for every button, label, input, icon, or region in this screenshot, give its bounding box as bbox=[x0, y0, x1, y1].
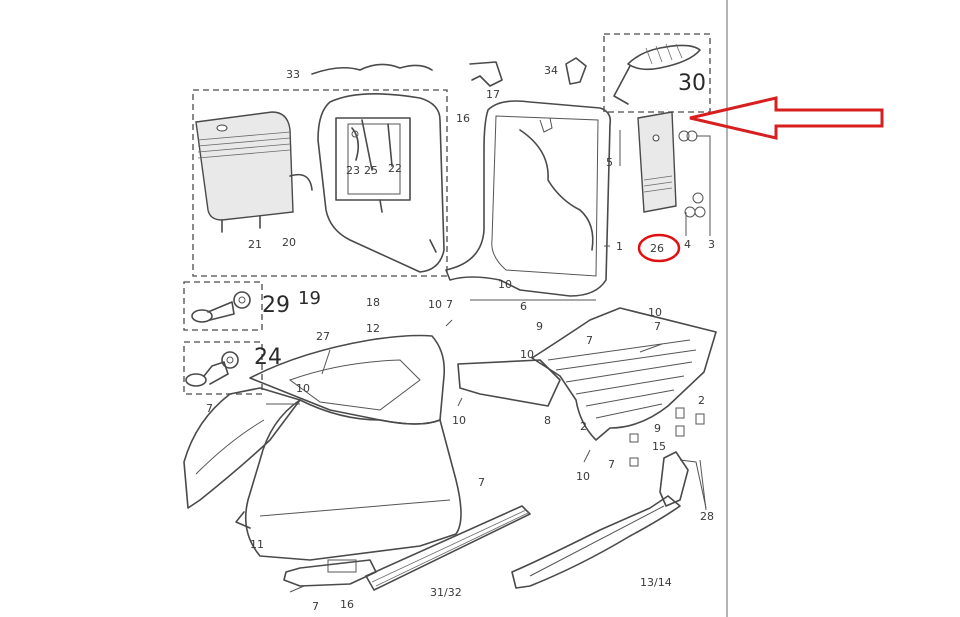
label-3: 3 bbox=[708, 238, 715, 251]
label-16b: 16 bbox=[340, 598, 354, 611]
label-16a: 16 bbox=[456, 112, 470, 125]
label-7c: 7 bbox=[206, 402, 213, 415]
label-22: 22 bbox=[388, 162, 402, 175]
label-29: 29 bbox=[262, 293, 290, 318]
label-7g: 7 bbox=[586, 334, 593, 347]
leader-lines bbox=[266, 130, 707, 593]
label-15: 15 bbox=[652, 440, 666, 453]
part-13-14-sill bbox=[511, 495, 681, 589]
label-17: 17 bbox=[486, 88, 500, 101]
part-31-strip bbox=[365, 505, 531, 591]
label-7b: 7 bbox=[654, 320, 661, 333]
highlight-circle bbox=[637, 233, 681, 263]
label-27: 27 bbox=[316, 330, 330, 343]
part-33-badge bbox=[311, 63, 433, 75]
label-11: 11 bbox=[250, 538, 264, 551]
part-28-bracket bbox=[659, 451, 707, 509]
label-25: 25 bbox=[364, 164, 378, 177]
label-9a: 9 bbox=[536, 320, 543, 333]
group-box-29 bbox=[183, 281, 263, 331]
label-7a: 7 bbox=[446, 298, 453, 311]
label-10d: 10 bbox=[296, 382, 310, 395]
label-19: 19 bbox=[298, 288, 321, 309]
part-20-panel bbox=[195, 111, 313, 233]
part-11-body bbox=[235, 399, 462, 561]
part-16-plate bbox=[327, 559, 357, 573]
label-24: 24 bbox=[254, 345, 282, 370]
label-13-14: 13/14 bbox=[640, 576, 672, 589]
part-26-panel bbox=[637, 111, 677, 213]
part-1-legshield bbox=[445, 100, 612, 297]
label-10a: 10 bbox=[428, 298, 442, 311]
part-19-shell bbox=[317, 93, 445, 273]
label-7f: 7 bbox=[312, 600, 319, 613]
label-33: 33 bbox=[286, 68, 300, 81]
label-9b: 9 bbox=[654, 422, 661, 435]
label-6: 6 bbox=[520, 300, 527, 313]
label-28: 28 bbox=[700, 510, 714, 523]
part-17-bracket bbox=[469, 61, 503, 87]
part-11-side bbox=[183, 387, 301, 509]
group-box-24 bbox=[183, 341, 263, 395]
label-18: 18 bbox=[366, 296, 380, 309]
part-34-bracket bbox=[565, 57, 587, 85]
label-21: 21 bbox=[248, 238, 262, 251]
fasteners-3-4 bbox=[678, 130, 711, 236]
part-16-tab bbox=[283, 559, 377, 587]
label-10g: 10 bbox=[520, 348, 534, 361]
label-30: 30 bbox=[678, 71, 706, 96]
group-box-30 bbox=[603, 33, 711, 113]
label-20: 20 bbox=[282, 236, 296, 249]
label-31-32: 31/32 bbox=[430, 586, 462, 599]
label-2a: 2 bbox=[698, 394, 705, 407]
label-10f: 10 bbox=[576, 470, 590, 483]
part-8-floorboard bbox=[457, 307, 717, 441]
pointer-arrow bbox=[689, 96, 884, 140]
label-8: 8 bbox=[544, 414, 551, 427]
label-7d: 7 bbox=[478, 476, 485, 489]
label-12: 12 bbox=[366, 322, 380, 335]
label-10b: 10 bbox=[498, 278, 512, 291]
label-10c: 10 bbox=[648, 306, 662, 319]
label-26: 26 bbox=[650, 242, 664, 255]
label-2b: 2 bbox=[580, 420, 587, 433]
label-34: 34 bbox=[544, 64, 558, 77]
label-5: 5 bbox=[606, 156, 613, 169]
label-7e: 7 bbox=[608, 458, 615, 471]
label-4: 4 bbox=[684, 238, 691, 251]
label-23: 23 bbox=[346, 164, 360, 177]
label-10e: 10 bbox=[452, 414, 466, 427]
fasteners-2-9-15 bbox=[629, 407, 705, 467]
label-1: 1 bbox=[616, 240, 623, 253]
